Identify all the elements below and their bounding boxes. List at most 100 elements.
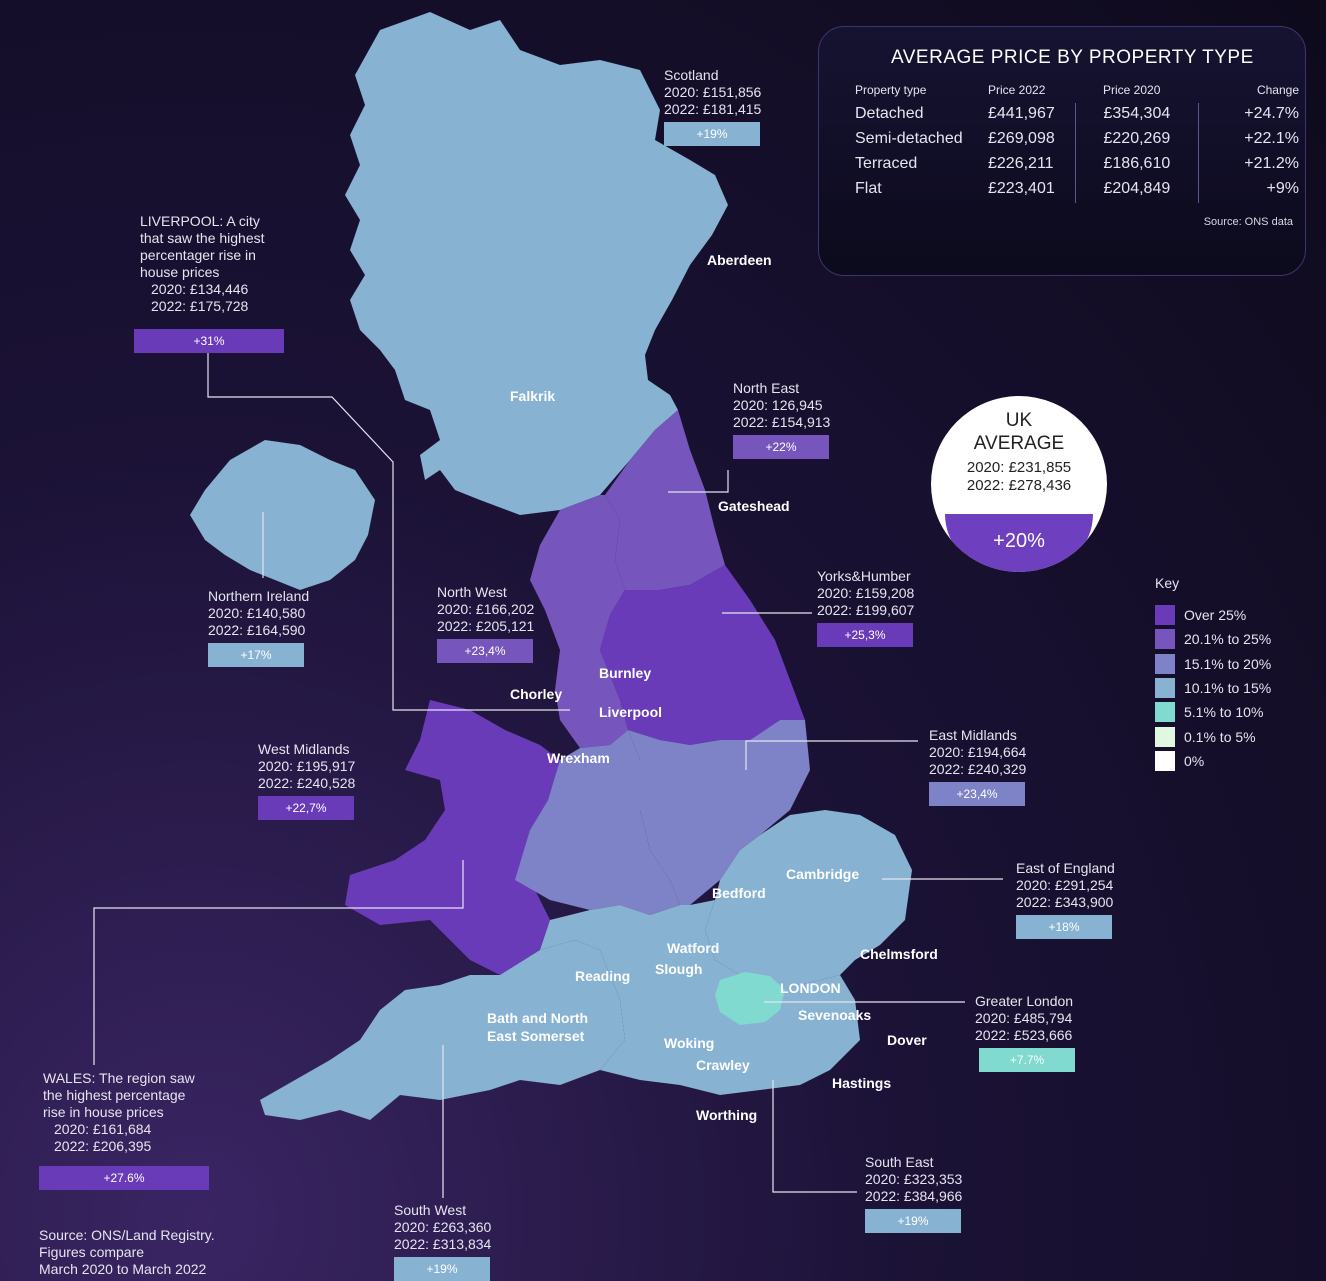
region-east-midlands[interactable] — [628, 720, 810, 905]
region-south-east[interactable] — [540, 900, 860, 1095]
cell-change: +24.7% — [1197, 103, 1305, 128]
source-line: Figures compare — [39, 1244, 145, 1260]
region-scotland[interactable] — [345, 12, 728, 515]
key-swatch — [1155, 750, 1175, 771]
city-chorley: Chorley — [510, 686, 563, 702]
table-title: AVERAGE PRICE BY PROPERTY TYPE — [891, 47, 1254, 68]
cell-type: Flat — [855, 180, 882, 197]
key-label: 15.1% to 20% — [1184, 655, 1272, 672]
note-line: LIVERPOOL: A city — [140, 213, 260, 229]
region-west-midlands[interactable] — [515, 730, 680, 915]
city-reading: Reading — [575, 968, 631, 984]
cell-2020: £354,304 — [1074, 103, 1198, 128]
key-item: 0.1% to 5% — [1155, 724, 1271, 748]
table-row: Terraced £226,211 £186,610 +21.2% — [855, 153, 1305, 178]
city-london: LONDON — [780, 980, 841, 996]
region-name: South West — [394, 1202, 467, 1218]
region-2022: 2022: £313,834 — [394, 1236, 492, 1252]
city-worthing: Worthing — [696, 1107, 758, 1123]
region-2020: 2020: £291,254 — [1016, 877, 1114, 893]
region-name: South East — [865, 1154, 934, 1170]
note-line: house prices — [140, 264, 220, 280]
region-greater-london[interactable] — [715, 972, 785, 1025]
leader-south-east — [772, 1080, 857, 1193]
note-2022: 2022: £206,395 — [54, 1138, 152, 1154]
label-greater-london: Greater London 2020: £485,794 2022: £523… — [975, 993, 1073, 1044]
badge-northern-ireland: +17% — [208, 643, 304, 667]
leader-north-east — [668, 470, 729, 493]
badge-south-east: +19% — [865, 1209, 961, 1233]
badge-wales: +27.6% — [39, 1166, 209, 1190]
badge-scotland: +19% — [664, 122, 760, 146]
cell-2020: £204,849 — [1074, 178, 1198, 203]
city-hastings: Hastings — [832, 1075, 892, 1091]
note-2020: 2020: £134,446 — [151, 281, 249, 297]
label-yorks-humber: Yorks&Humber 2020: £159,208 2022: £199,6… — [817, 568, 914, 619]
region-north-east[interactable] — [605, 410, 725, 590]
region-wales[interactable] — [345, 700, 560, 975]
region-north-west[interactable] — [530, 495, 628, 748]
region-2020: 2020: £194,664 — [929, 744, 1027, 760]
key-label: 5.1% to 10% — [1184, 704, 1264, 721]
label-scotland: Scotland 2020: £151,856 2022: £181,415 — [664, 67, 761, 118]
region-2022: 2022: £240,528 — [258, 775, 356, 791]
uk-average-title-1: UK — [1005, 410, 1033, 431]
region-east-england[interactable] — [705, 810, 912, 985]
city-burnley: Burnley — [599, 665, 652, 681]
region-2022: 2022: £181,415 — [664, 101, 762, 117]
label-east-midlands: East Midlands 2020: £194,664 2022: £240,… — [929, 727, 1026, 778]
badge-south-west: +19% — [394, 1257, 490, 1281]
key-label: Over 25% — [1184, 607, 1247, 624]
city-dover: Dover — [887, 1032, 927, 1048]
badge-north-east: +22% — [733, 435, 829, 459]
region-2020: 2020: £166,202 — [437, 601, 535, 617]
table-row: Semi-detached £269,098 £220,269 +22.1% — [855, 128, 1305, 153]
cell-2022: £223,401 — [988, 180, 1055, 197]
key-label: 0.1% to 5% — [1184, 728, 1256, 745]
badge-east-england: +18% — [1016, 915, 1112, 939]
city-watford: Watford — [667, 940, 720, 956]
note-line: the highest percentage — [43, 1087, 186, 1103]
label-northern-ireland: Northern Ireland 2020: £140,580 2022: £1… — [208, 588, 309, 639]
region-2022: 2022: £154,913 — [733, 414, 831, 430]
label-south-west: South West 2020: £263,360 2022: £313,834 — [394, 1202, 491, 1253]
label-east-england: East of England 2020: £291,254 2022: £34… — [1016, 860, 1115, 911]
region-name: Northern Ireland — [208, 588, 310, 604]
region-name: Scotland — [664, 67, 719, 83]
region-2020: 2020: £263,360 — [394, 1219, 492, 1235]
key-swatch — [1155, 605, 1175, 626]
note-liverpool: LIVERPOOL: A city that saw the highest p… — [140, 213, 265, 315]
key-swatch — [1155, 629, 1175, 650]
note-line: rise in house prices — [43, 1104, 164, 1120]
badge-west-midlands: +22,7% — [258, 796, 354, 820]
uk-average-2022: 2022: £278,436 — [966, 477, 1072, 494]
cell-type: Detached — [855, 105, 924, 122]
region-name: North East — [733, 380, 800, 396]
region-name: Yorks&Humber — [817, 568, 911, 584]
region-name: North West — [437, 584, 507, 600]
region-2022: 2022: £205,121 — [437, 618, 535, 634]
leader-wales — [93, 860, 464, 1065]
key-label: 0% — [1184, 752, 1205, 769]
badge-yorks-humber: +25,3% — [817, 623, 913, 647]
key-label: 10.1% to 15% — [1184, 680, 1272, 697]
region-yorks-humber[interactable] — [600, 565, 805, 745]
city-aberdeen: Aberdeen — [707, 252, 772, 268]
th-change: Change — [1256, 83, 1299, 97]
city-cambridge: Cambridge — [786, 866, 860, 882]
region-2020: 2020: £195,917 — [258, 758, 356, 774]
key-swatch — [1155, 726, 1175, 747]
property-type-table: Property type Price 2022 Price 2020 Chan… — [855, 83, 1305, 203]
map-key: Key Over 25% 20.1% to 25% 15.1% to 20% 1… — [1155, 575, 1271, 773]
badge-greater-london: +7.7% — [979, 1048, 1075, 1072]
region-name: East of England — [1016, 860, 1115, 876]
key-item: 10.1% to 15% — [1155, 676, 1271, 700]
region-south-west[interactable] — [260, 940, 625, 1120]
leader-east-midlands — [745, 740, 918, 770]
key-swatch — [1155, 653, 1175, 674]
cell-type: Terraced — [855, 155, 918, 172]
badge-east-midlands: +23,4% — [929, 782, 1025, 806]
key-swatch — [1155, 702, 1175, 723]
region-northern-ireland[interactable] — [190, 440, 375, 590]
